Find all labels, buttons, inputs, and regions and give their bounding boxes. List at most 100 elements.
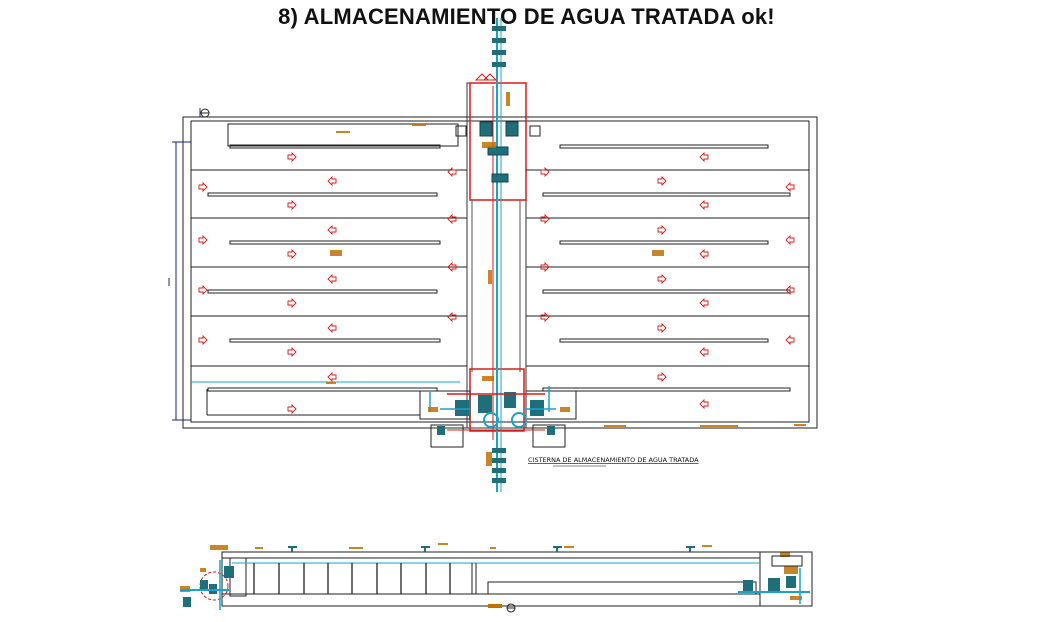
flow-arrow bbox=[699, 248, 709, 260]
annotation-mark bbox=[488, 270, 492, 284]
flow-arrow bbox=[699, 346, 709, 358]
baffle-walls bbox=[191, 123, 809, 416]
pipe-flange bbox=[492, 478, 506, 483]
flow-arrow bbox=[287, 199, 297, 211]
flow-arrow bbox=[287, 346, 297, 358]
flow-arrow bbox=[198, 284, 208, 296]
flow-arrow bbox=[447, 311, 457, 323]
pipe-flange bbox=[492, 38, 506, 43]
flow-arrow bbox=[327, 273, 337, 285]
flow-arrow bbox=[699, 297, 709, 309]
flow-arrow bbox=[785, 181, 795, 193]
annotation-mark bbox=[482, 376, 494, 381]
flow-arrow bbox=[327, 371, 337, 383]
annotation-mark bbox=[412, 124, 426, 126]
flow-arrow bbox=[327, 322, 337, 334]
annotation-mark bbox=[330, 250, 342, 256]
annotation-mark bbox=[506, 92, 510, 106]
axis-marker-plan bbox=[200, 108, 210, 118]
annotation-mark bbox=[564, 546, 574, 548]
section-pump-room bbox=[759, 551, 813, 607]
baffle-plate bbox=[559, 240, 769, 245]
flow-arrow bbox=[327, 224, 337, 236]
annotation-mark bbox=[438, 543, 448, 545]
inlet-marker bbox=[474, 73, 498, 81]
flow-arrow bbox=[287, 297, 297, 309]
pipe-flange bbox=[492, 50, 506, 55]
annotation-mark bbox=[490, 547, 496, 549]
axis-marker-section bbox=[488, 603, 516, 613]
flow-arrow bbox=[540, 166, 550, 178]
inlet-valves bbox=[455, 121, 541, 183]
baffle-plate bbox=[207, 387, 438, 392]
baffle-plate bbox=[542, 387, 791, 392]
outlet-valves bbox=[419, 386, 577, 448]
flow-arrow bbox=[540, 311, 550, 323]
flow-arrow bbox=[699, 151, 709, 163]
annotation-mark bbox=[784, 566, 798, 574]
flow-arrow bbox=[699, 398, 709, 410]
annotation-mark bbox=[604, 425, 626, 427]
top-channel bbox=[227, 123, 459, 147]
section-baffle-posts bbox=[253, 563, 451, 594]
flow-arrow bbox=[287, 403, 297, 415]
flow-arrow bbox=[198, 334, 208, 346]
section-left-valves bbox=[180, 560, 234, 610]
annotation-mark bbox=[560, 407, 570, 412]
annotation-mark bbox=[790, 596, 802, 600]
tank-outer-wall bbox=[182, 116, 818, 429]
baffle-plate bbox=[229, 240, 441, 245]
flow-arrow bbox=[287, 151, 297, 163]
annotation-mark bbox=[255, 547, 263, 549]
plan-caption: CISTERNA DE ALMACENAMIENTO DE AGUA TRATA… bbox=[528, 456, 699, 464]
flow-arrow bbox=[699, 199, 709, 211]
flow-arrow bbox=[785, 334, 795, 346]
flow-arrow bbox=[447, 166, 457, 178]
annotation-mark bbox=[210, 545, 228, 550]
flow-arrow bbox=[657, 273, 667, 285]
baffle-plate bbox=[559, 144, 769, 149]
annotation-mark bbox=[702, 545, 712, 547]
annotation-mark bbox=[700, 425, 738, 427]
dimension-lines bbox=[168, 108, 460, 421]
section-outline bbox=[221, 551, 813, 607]
flow-arrow bbox=[785, 234, 795, 246]
flow-arrow bbox=[447, 213, 457, 225]
flow-arrow bbox=[287, 248, 297, 260]
flow-arrow bbox=[540, 213, 550, 225]
flow-arrow bbox=[198, 234, 208, 246]
annotation-mark bbox=[780, 552, 790, 557]
baffle-plate bbox=[559, 338, 769, 343]
flow-arrow bbox=[447, 261, 457, 273]
baffle-plate bbox=[542, 289, 791, 294]
annotation-mark bbox=[200, 568, 206, 572]
annotation-mark bbox=[349, 547, 363, 549]
baffle-plate bbox=[207, 289, 438, 294]
pipe-flange bbox=[492, 468, 506, 473]
flow-arrow bbox=[657, 175, 667, 187]
annotation-mark bbox=[486, 452, 492, 466]
baffle-plate bbox=[229, 338, 441, 343]
page-title: 8) ALMACENAMIENTO DE AGUA TRATADA ok! bbox=[278, 4, 775, 29]
section-vents bbox=[288, 546, 695, 552]
flow-arrow bbox=[657, 322, 667, 334]
plan-view bbox=[182, 82, 818, 432]
flow-arrows bbox=[198, 151, 795, 415]
annotation-mark bbox=[428, 407, 438, 412]
annotation-mark bbox=[336, 131, 350, 133]
baffle-plate bbox=[542, 192, 791, 197]
baffle-plate bbox=[207, 192, 438, 197]
annotation-labels bbox=[180, 92, 806, 600]
flow-arrow bbox=[657, 224, 667, 236]
flow-arrow bbox=[657, 371, 667, 383]
flow-arrow bbox=[198, 181, 208, 193]
pipe-flange bbox=[492, 26, 506, 31]
pipe-flange bbox=[492, 62, 506, 67]
tank-inner-wall bbox=[190, 120, 810, 423]
pipe-flange bbox=[492, 458, 506, 463]
annotation-mark bbox=[482, 142, 496, 148]
section-right-valves bbox=[738, 568, 810, 604]
annotation-mark bbox=[652, 250, 664, 256]
section-view bbox=[221, 551, 813, 607]
